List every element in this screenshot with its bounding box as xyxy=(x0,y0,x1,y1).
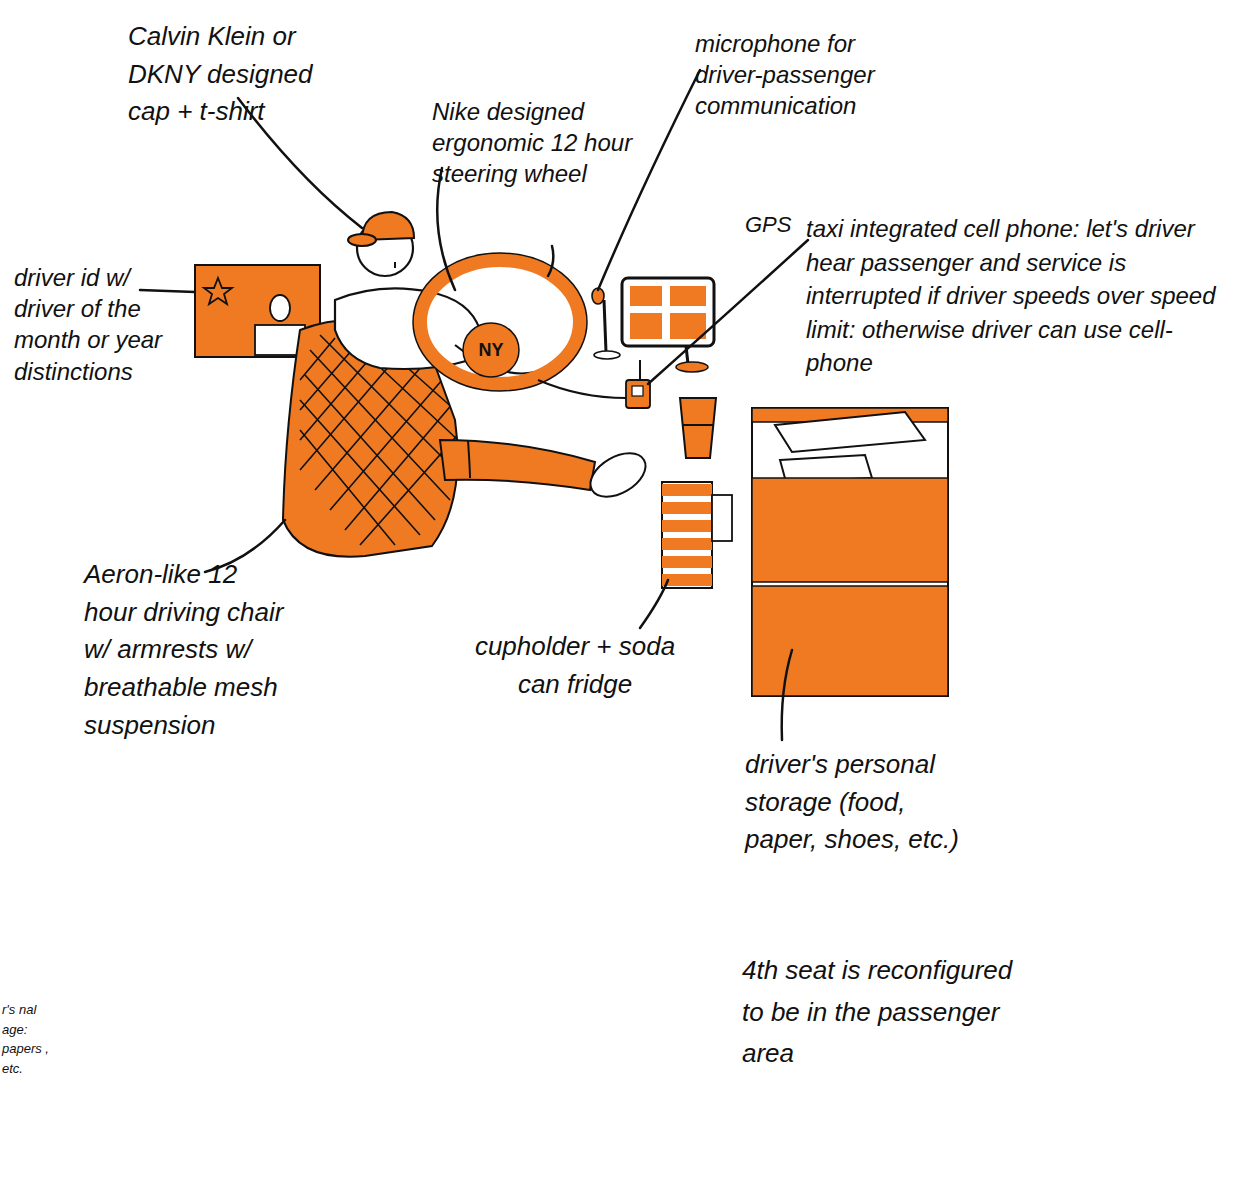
cabinet-frame xyxy=(752,408,948,696)
drawer xyxy=(752,586,948,696)
gps-unit xyxy=(622,278,714,372)
cup xyxy=(680,398,716,458)
phone-cord xyxy=(538,380,626,398)
driver-figure xyxy=(335,212,653,506)
callout-note: 4th seat is reconfigured to be in the pa… xyxy=(742,950,1027,1075)
phone-screen xyxy=(632,386,643,396)
mic-stem xyxy=(604,300,606,352)
fridge-stripe xyxy=(662,574,712,586)
storage-cabinet xyxy=(752,408,948,696)
wheel-hub: NY xyxy=(462,322,520,378)
leg xyxy=(440,440,595,490)
callout-note: cupholder + soda can fridge xyxy=(455,628,695,703)
leader-line xyxy=(548,246,553,276)
drawer xyxy=(752,478,948,582)
leader-line xyxy=(140,290,195,292)
steering-wheel xyxy=(420,260,580,384)
map-block xyxy=(670,313,706,339)
gps-base xyxy=(676,362,708,372)
fridge-stripe xyxy=(662,502,712,514)
star-symbol xyxy=(204,278,232,304)
map-block xyxy=(670,286,706,306)
fridge-stripe xyxy=(662,556,712,568)
fridge-stripe xyxy=(662,520,712,532)
leg-line xyxy=(468,440,470,478)
microphone xyxy=(592,288,620,359)
cup-band xyxy=(682,424,714,426)
cup-body xyxy=(680,398,716,458)
callout-note: Calvin Klein or DKNY designed cap + t-sh… xyxy=(128,18,328,131)
shoe xyxy=(583,444,653,505)
callout-note: Aeron-like 12 hour driving chair w/ armr… xyxy=(84,556,289,744)
phone-body xyxy=(626,380,650,408)
callout-note: driver's personal storage (food, paper, … xyxy=(745,746,980,859)
leader-line xyxy=(648,240,808,384)
fridge-stripe xyxy=(662,484,712,496)
portrait-head xyxy=(270,295,290,321)
callout-note: r's nal age: papers , etc. xyxy=(2,1000,52,1078)
callout-note: driver id w/ driver of the month or year… xyxy=(14,262,192,387)
mouth xyxy=(394,262,396,268)
torso xyxy=(335,288,480,369)
fridge-stripe xyxy=(662,538,712,550)
cell-phone xyxy=(538,360,650,408)
cap-bill xyxy=(348,234,376,246)
hub-label: NY xyxy=(462,322,520,378)
fridge-body xyxy=(662,482,712,588)
callout-note: Nike designed ergonomic 12 hour steering… xyxy=(432,96,637,190)
callout-note: GPS xyxy=(745,212,815,238)
map-block xyxy=(630,313,662,339)
leader-line xyxy=(782,650,792,740)
phone-antenna xyxy=(639,360,641,380)
callout-note: microphone for driver-passenger communic… xyxy=(695,28,910,122)
callout-note: taxi integrated cell phone: let's driver… xyxy=(806,212,1238,380)
mic-base xyxy=(594,351,620,359)
hub-circle xyxy=(463,323,519,377)
wheel-outline xyxy=(413,253,587,391)
leader-line xyxy=(640,580,668,628)
paper-stack xyxy=(775,412,925,452)
soda-can xyxy=(712,495,732,541)
leader-line xyxy=(598,70,700,290)
soda-fridge xyxy=(662,482,732,588)
map-block xyxy=(630,286,662,306)
